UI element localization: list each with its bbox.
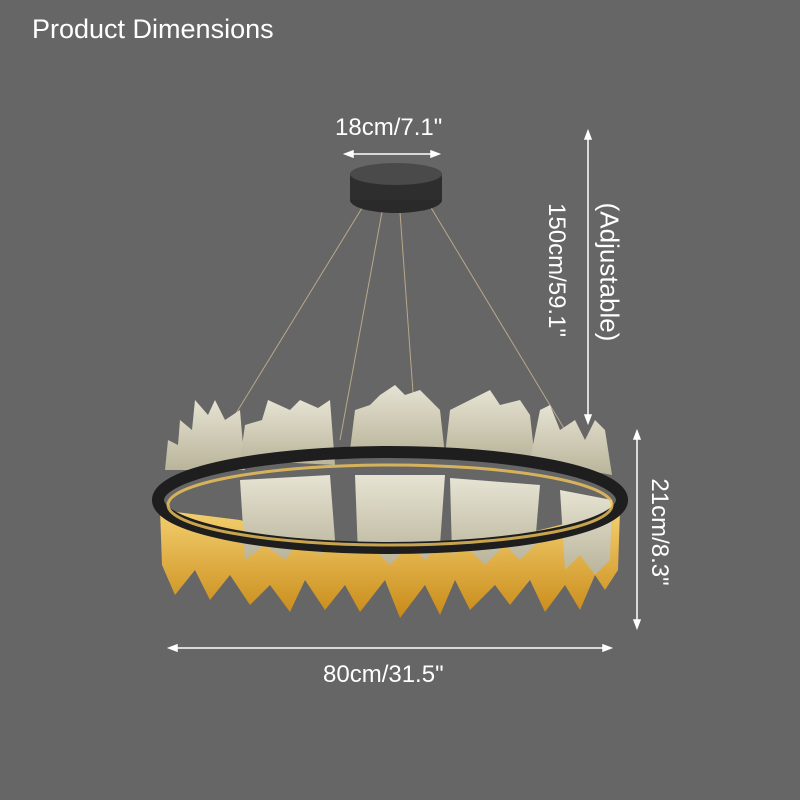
drop-length-label: 150cm/59.1" [543,203,570,337]
ring [152,446,628,554]
canopy [350,163,442,213]
diameter-label: 80cm/31.5" [323,661,444,688]
upper-glass [165,385,612,475]
dimension-arrows [166,128,642,653]
page-title: Product Dimensions [32,14,274,44]
canopy-width-label: 18cm/7.1" [335,114,443,141]
height-label: 21cm/8.3" [646,478,673,586]
drop-adjustable-note: (Adjustable) [594,202,625,342]
wires [234,205,569,441]
